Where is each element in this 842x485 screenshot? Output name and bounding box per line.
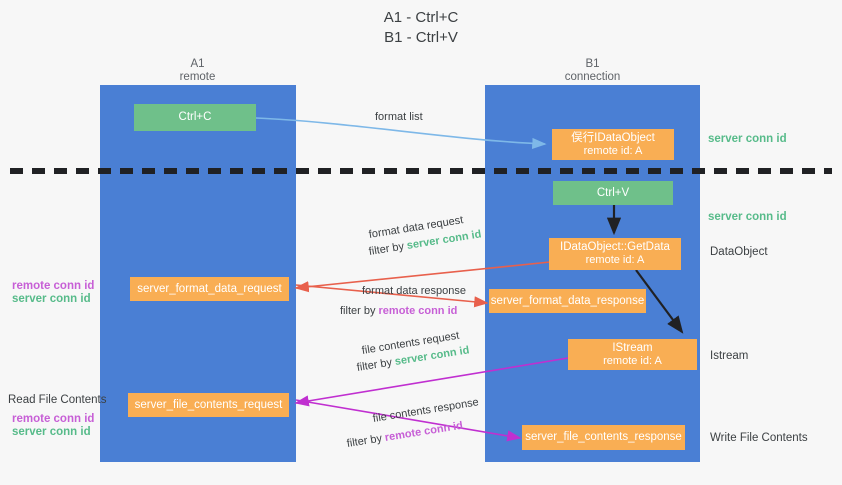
column-a1-name: A1 (190, 58, 205, 70)
node-ctrl-v[interactable]: Ctrl+V (553, 181, 673, 205)
node-getdata-line2: remote id: A (585, 254, 645, 266)
node-server-format-data-request-label: server_format_data_request (137, 282, 282, 295)
node-istream-line2: remote id: A (603, 354, 662, 367)
node-istream-line1: IStream (612, 341, 653, 354)
right-label-server-conn-id-top: server conn id (708, 132, 787, 146)
filter-prefix: filter by (340, 305, 379, 317)
node-server-file-contents-response-label: server_file_contents_response (525, 431, 682, 443)
filter-value-remote-conn-id: remote conn id (378, 305, 458, 317)
edge-label-format-list-text: format list (375, 111, 423, 123)
filter-prefix: filter by (345, 432, 386, 450)
node-getdata-line1: IDataObject::GetData (560, 241, 670, 253)
column-header-a1: A1 remote (100, 58, 295, 84)
node-idataobject[interactable]: 俣行IDataObject remote id: A (552, 129, 674, 160)
left-label-read-file-contents: Read File Contents (8, 393, 106, 407)
diagram-title: A1 - Ctrl+C B1 - Ctrl+V (0, 8, 842, 48)
left-label-remote-conn-id-mid: remote conn id (12, 279, 94, 293)
left-label-remote-conn-id-bottom: remote conn id (12, 412, 94, 426)
right-label-server-conn-id-mid: server conn id (708, 210, 787, 224)
right-label-write-file-contents-text: Write File Contents (710, 432, 808, 444)
column-header-b1: B1 connection (485, 58, 700, 84)
node-istream[interactable]: IStream remote id: A (568, 339, 697, 370)
left-label-server-conn-id-bottom-text: server conn id (12, 426, 91, 438)
right-label-dataobject: DataObject (710, 245, 768, 259)
edge-label-format-data-response-filter: filter by remote conn id (340, 304, 457, 319)
title-line-1: A1 - Ctrl+C (383, 9, 459, 26)
edge-label-file-contents-response-filter: filter by remote conn id (346, 419, 464, 452)
left-label-read-file-contents-text: Read File Contents (8, 394, 107, 406)
edge-label-format-data-response-text: format data response (362, 285, 466, 297)
node-server-file-contents-response[interactable]: server_file_contents_response (522, 425, 685, 450)
column-b1-name: B1 (585, 58, 600, 70)
right-label-server-conn-id-mid-text: server conn id (708, 211, 787, 223)
edge-label-file-contents-response: file contents response (372, 395, 480, 427)
node-server-format-data-request[interactable]: server_format_data_request (130, 277, 289, 301)
edge-label-file-contents-response-text: file contents response (371, 396, 480, 425)
edge-label-format-list: format list (375, 110, 423, 125)
filter-prefix: filter by (355, 356, 396, 374)
node-idataobject-line2: remote id: A (583, 144, 643, 157)
node-server-format-data-response[interactable]: server_format_data_response (489, 289, 646, 313)
column-a1-sub: remote (179, 71, 216, 83)
node-server-file-contents-request-label: server_file_contents_request (134, 398, 283, 411)
title-line-2: B1 - Ctrl+V (384, 29, 458, 46)
edge-label-format-data-response: format data response (362, 284, 466, 299)
right-label-dataobject-text: DataObject (710, 246, 768, 258)
column-b1-sub: connection (564, 71, 621, 83)
node-server-file-contents-request[interactable]: server_file_contents_request (128, 393, 289, 417)
left-label-server-conn-id-mid-text: server conn id (12, 293, 91, 305)
right-label-istream: Istream (710, 349, 748, 363)
filter-prefix: filter by (367, 240, 408, 258)
right-label-istream-text: Istream (710, 350, 749, 362)
node-ctrl-c-label: Ctrl+C (178, 111, 212, 123)
right-label-write-file-contents: Write File Contents (710, 431, 808, 445)
left-label-server-conn-id-bottom: server conn id (12, 425, 91, 439)
left-label-remote-conn-id-bottom-text: remote conn id (12, 413, 95, 425)
node-idataobject-line1: 俣行IDataObject (571, 131, 655, 144)
node-server-format-data-response-label: server_format_data_response (490, 294, 645, 307)
node-idataobject-getdata[interactable]: IDataObject::GetData remote id: A (549, 238, 681, 270)
left-label-server-conn-id-mid: server conn id (12, 292, 91, 306)
right-label-server-conn-id-top-text: server conn id (708, 133, 787, 145)
left-label-remote-conn-id-mid-text: remote conn id (12, 280, 95, 292)
node-ctrl-c[interactable]: Ctrl+C (134, 104, 256, 131)
node-ctrl-v-label: Ctrl+V (596, 186, 630, 199)
